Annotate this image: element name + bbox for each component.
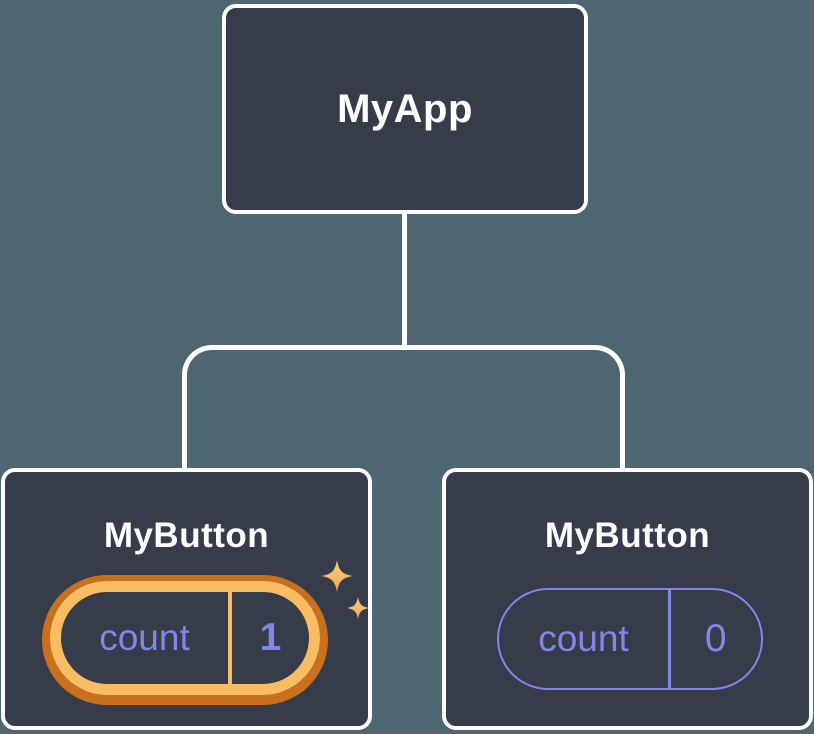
connector-stem (402, 212, 407, 346)
root-node: MyApp (222, 4, 588, 214)
pill-divider (228, 592, 232, 684)
state-value-cell: 1 (232, 592, 309, 684)
state-value-label: 0 (704, 617, 727, 660)
pill-divider (668, 590, 671, 688)
connector-bracket (182, 345, 625, 471)
state-value-cell: 0 (671, 590, 762, 688)
state-name-label: count (538, 618, 629, 659)
child-node-title: MyButton (103, 516, 270, 555)
sparkles-icon (321, 560, 369, 619)
state-pill-normal: count 0 (497, 588, 763, 690)
state-name-cell: count (61, 592, 228, 684)
root-node-title: MyApp (337, 86, 473, 131)
child-node-title: MyButton (544, 516, 711, 555)
state-value-label: 1 (259, 616, 282, 659)
state-name-cell: count (499, 590, 668, 688)
state-pill-highlighted: count 1 (50, 581, 320, 695)
child-node-left: MyButton count 1 (1, 468, 372, 730)
state-name-label: count (99, 617, 190, 658)
child-node-right: MyButton count 0 (442, 468, 813, 730)
